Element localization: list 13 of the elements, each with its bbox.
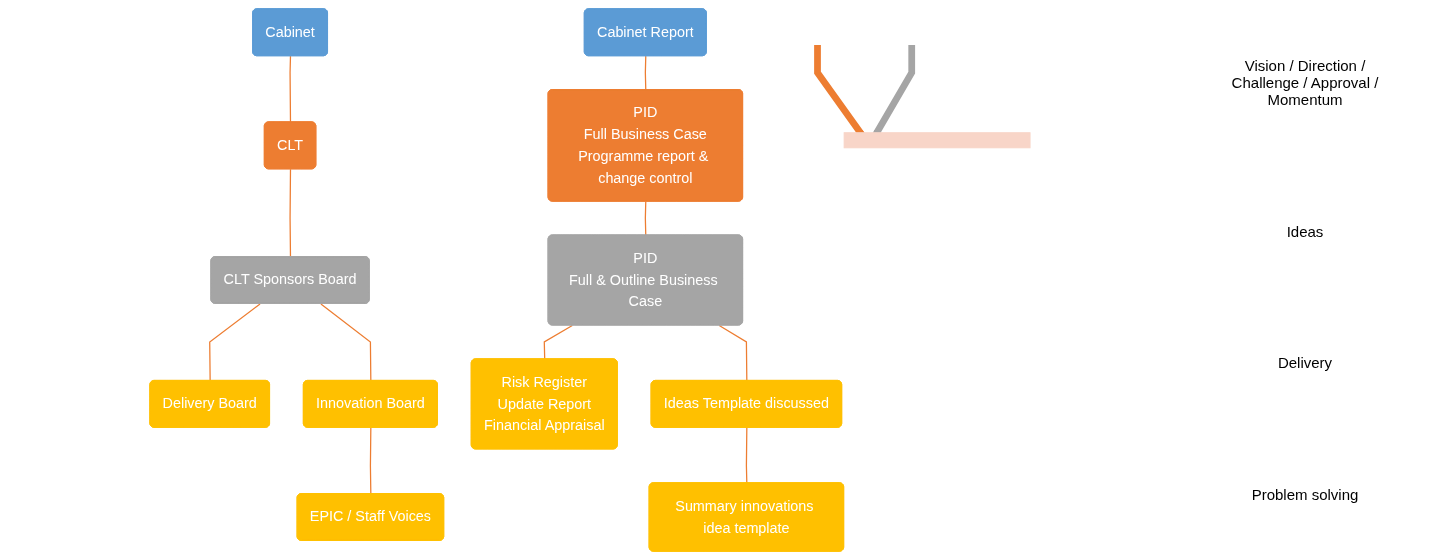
node-bar [843,132,1031,149]
side-note: Ideas [1286,222,1324,240]
connector [289,55,292,123]
connector [320,303,372,382]
connector [209,303,261,382]
connector [369,427,372,495]
connector [543,324,573,360]
connector [644,55,647,91]
side-note: Delivery [1277,354,1333,372]
side-note: Vision / Direction / Challenge / Approval / Momentum [1230,57,1380,109]
connector [289,168,292,258]
connector [745,427,748,484]
side-note: Problem solving [1251,485,1359,503]
